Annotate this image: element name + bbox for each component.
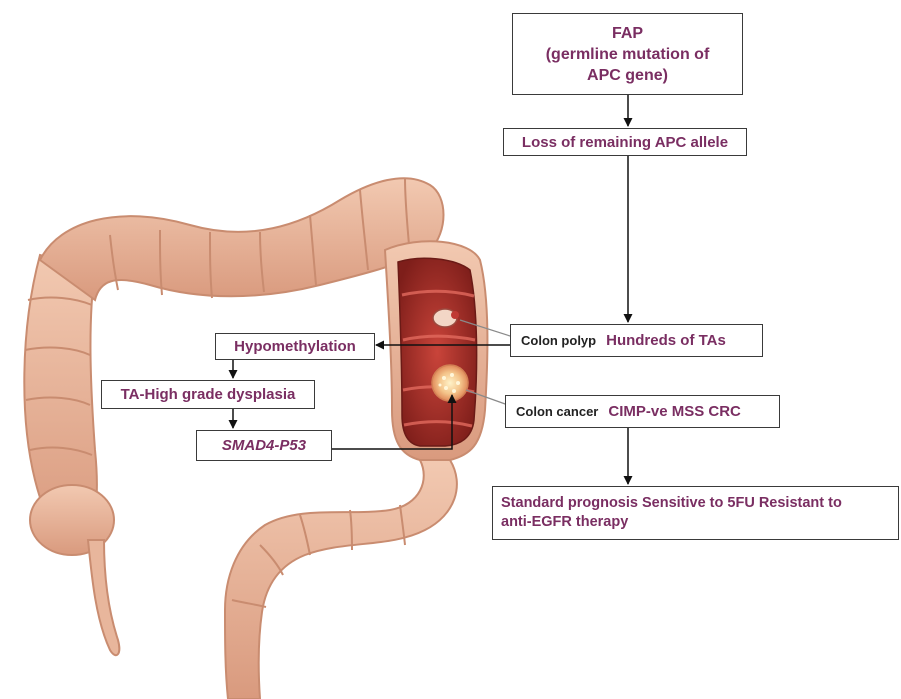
fap-subtitle-line1: (germline mutation of <box>546 44 710 65</box>
colon-cancer-tag: Colon cancer <box>516 402 598 421</box>
hundreds-tas-label: Hundreds of TAs <box>606 331 726 350</box>
colon-polyp-box: Colon polyp Hundreds of TAs <box>510 324 763 357</box>
loss-apc-label: Loss of remaining APC allele <box>522 133 728 152</box>
polyp-head <box>451 311 459 319</box>
prognosis-line2: anti-EGFR therapy <box>501 513 628 532</box>
fap-title: FAP <box>612 23 643 44</box>
sigmoid-colon <box>225 460 457 699</box>
hypomethylation-box: Hypomethylation <box>215 333 375 360</box>
smad4-box: SMAD4-P53 <box>196 430 332 461</box>
transverse-colon <box>40 178 444 300</box>
appendix <box>88 540 119 655</box>
ta-dysplasia-label: TA-High grade dysplasia <box>121 385 296 404</box>
fap-box: FAP (germline mutation of APC gene) <box>512 13 743 95</box>
hypomethylation-label: Hypomethylation <box>234 337 356 356</box>
colon-cancer-box: Colon cancer CIMP-ve MSS CRC <box>505 395 780 428</box>
opened-colon-section <box>398 258 477 446</box>
cimp-mss-label: CIMP-ve MSS CRC <box>608 402 741 421</box>
ta-dysplasia-box: TA-High grade dysplasia <box>101 380 315 409</box>
smad4-label: SMAD4-P53 <box>222 436 306 455</box>
loss-apc-box: Loss of remaining APC allele <box>503 128 747 156</box>
prognosis-line1: Standard prognosis Sensitive to 5FU Resi… <box>501 494 842 513</box>
prognosis-box: Standard prognosis Sensitive to 5FU Resi… <box>492 486 899 540</box>
fap-subtitle-line2: APC gene) <box>587 65 668 86</box>
tumor <box>432 365 468 401</box>
colon-polyp-tag: Colon polyp <box>521 331 596 350</box>
